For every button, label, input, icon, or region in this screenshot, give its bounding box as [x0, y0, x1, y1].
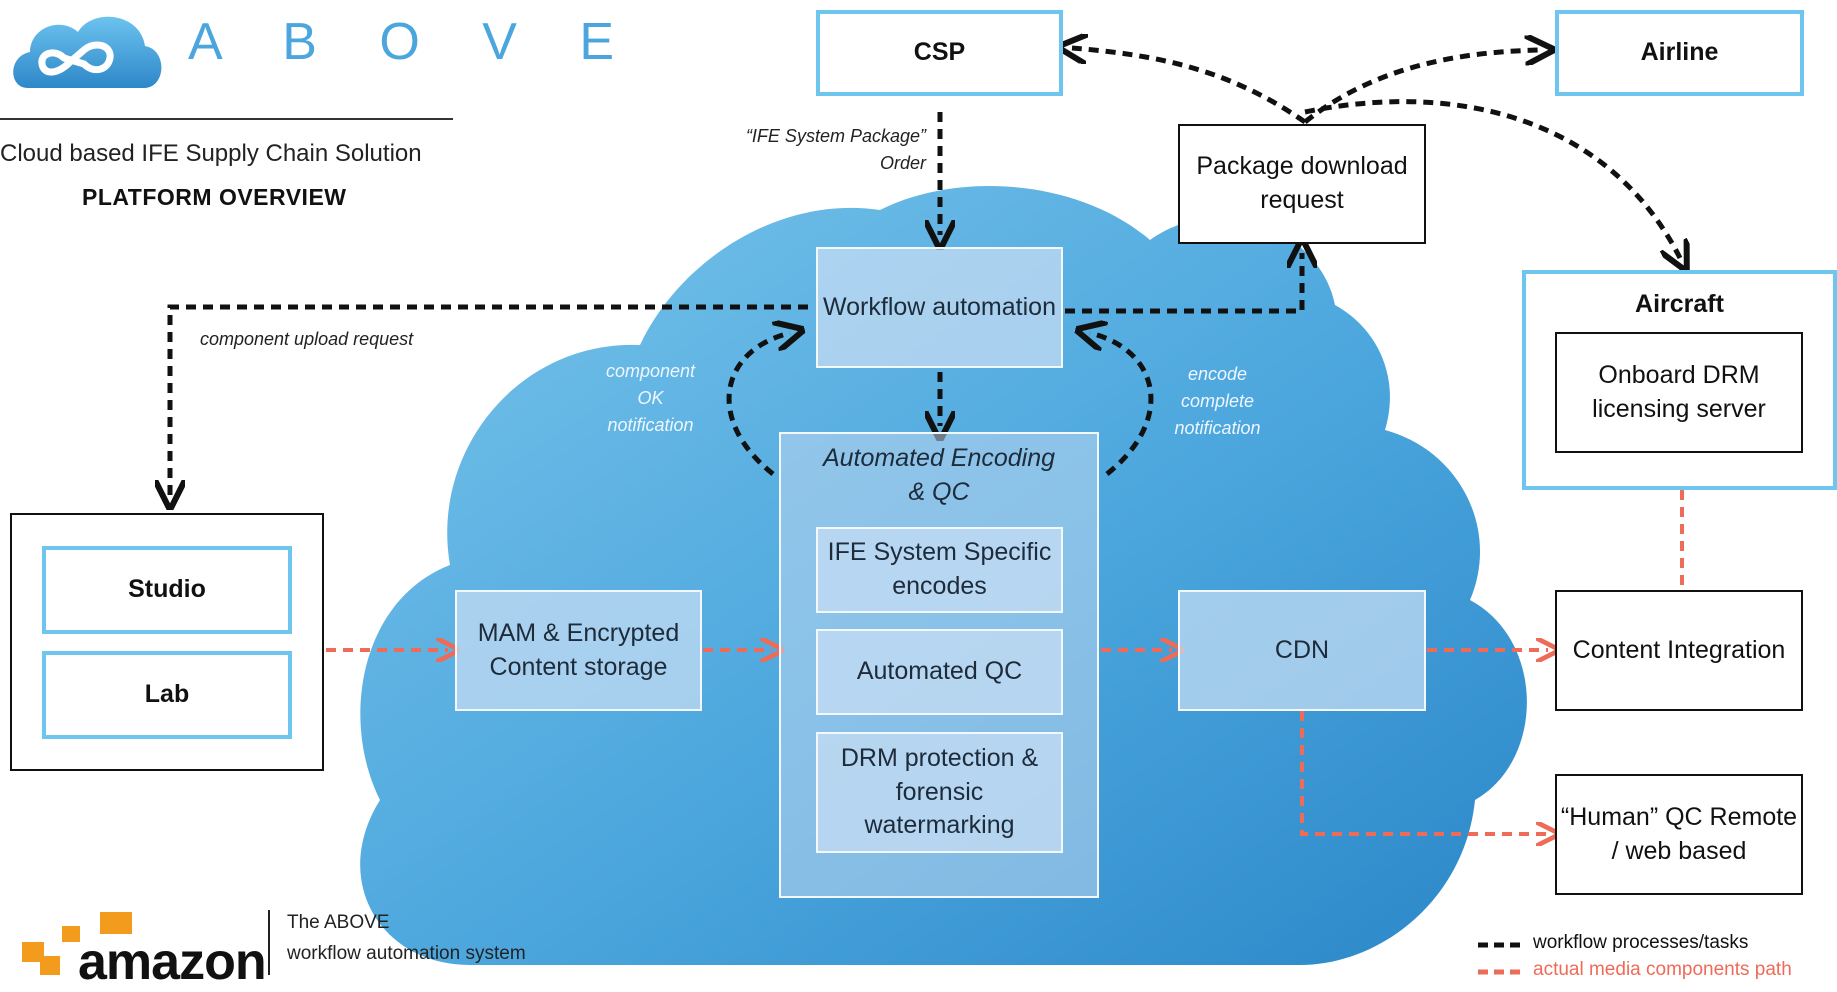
- ife-order-label-line2: Order: [879, 153, 926, 173]
- encode-complete-label: encode complete notification: [1155, 361, 1280, 442]
- drm-protection-node[interactable]: DRM protection & forensic watermarking: [816, 732, 1063, 853]
- encode-complete-line2: complete: [1180, 391, 1255, 411]
- onboard-drm-node[interactable]: Onboard DRM licensing server: [1555, 332, 1803, 453]
- component-upload-label: component upload request: [200, 329, 414, 349]
- content-integration-node[interactable]: Content Integration: [1555, 590, 1803, 711]
- component-ok-line3: notification: [607, 415, 694, 435]
- studio-node[interactable]: Studio: [42, 546, 292, 634]
- cdn-node[interactable]: CDN: [1178, 590, 1426, 711]
- workflow-automation-node[interactable]: Workflow automation: [816, 247, 1063, 368]
- lab-node[interactable]: Lab: [42, 651, 292, 739]
- header-divider: [0, 118, 453, 120]
- workflow-paths: [170, 48, 1680, 495]
- above-logo-icon: [13, 16, 162, 88]
- component-ok-line2: OK: [637, 388, 664, 408]
- aws-divider: [268, 910, 270, 975]
- component-ok-line1: component: [605, 361, 696, 381]
- encode-complete-line3: notification: [1174, 418, 1261, 438]
- mam-node[interactable]: MAM & Encrypted Content storage: [455, 590, 702, 711]
- arrow-workflow-to-package: [1065, 253, 1302, 314]
- ife-order-label: “IFE System Package” Order: [710, 123, 926, 177]
- ife-order-label-line1: “IFE System Package”: [745, 126, 926, 146]
- human-qc-node[interactable]: “Human” QC Remote / web based: [1555, 774, 1803, 895]
- legend-media: actual media components path: [1533, 959, 1792, 980]
- arrow-cdn-to-human-qc: [1300, 711, 1548, 834]
- aws-caption-line2: workflow automation system: [287, 943, 526, 964]
- page-subtitle: Cloud based IFE Supply Chain Solution: [0, 140, 422, 167]
- arrow-package-to-airline: [1303, 50, 1540, 124]
- above-logo-text: A B O V E: [188, 13, 639, 71]
- automated-qc-node[interactable]: Automated QC: [816, 629, 1063, 715]
- component-ok-label: component OK notification: [588, 358, 713, 439]
- aws-logo-icon: [22, 912, 132, 975]
- aws-logo-text: amazon: [78, 933, 267, 991]
- encode-complete-line1: encode: [1187, 364, 1248, 384]
- arrow-package-to-csp: [1072, 48, 1307, 125]
- aircraft-label: Aircraft: [1635, 290, 1724, 318]
- ife-encodes-node[interactable]: IFE System Specific encodes: [816, 527, 1063, 613]
- csp-node[interactable]: CSP: [816, 10, 1063, 96]
- aws-caption-line1: The ABOVE: [287, 912, 390, 933]
- arrow-encode-complete: [1090, 333, 1154, 476]
- encoding-group-label: Automated Encoding & QC: [822, 444, 1056, 506]
- airline-node[interactable]: Airline: [1555, 10, 1804, 96]
- arrow-component-ok: [726, 333, 790, 476]
- arrow-workflow-to-studio: [170, 304, 808, 495]
- package-download-node[interactable]: Package download request: [1178, 124, 1426, 244]
- page-title: PLATFORM OVERVIEW: [82, 184, 347, 210]
- arrow-package-to-aircraft: [1304, 99, 1680, 258]
- legend-workflow: workflow processes/tasks: [1533, 932, 1749, 953]
